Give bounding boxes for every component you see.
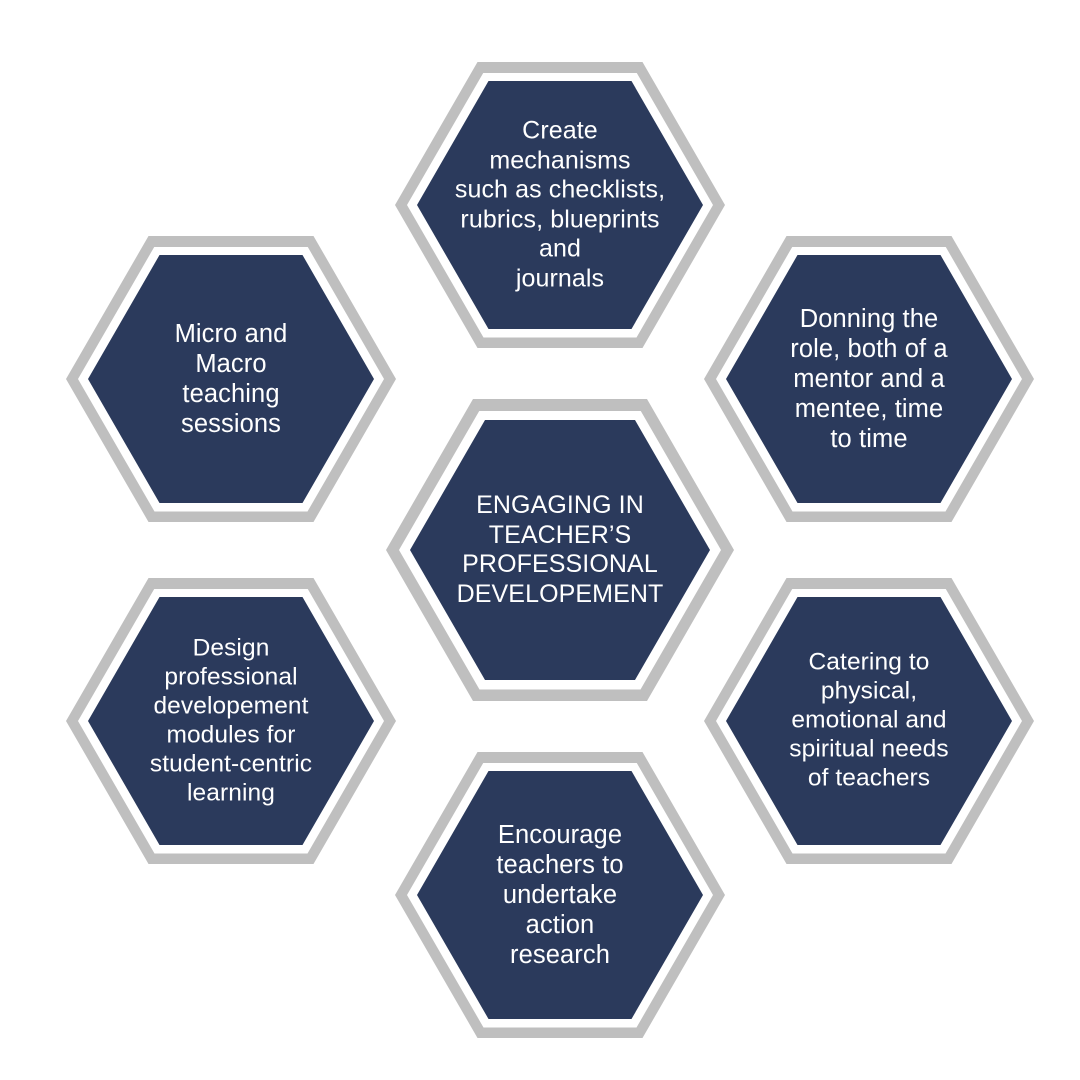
hexagon-fill bbox=[726, 597, 1012, 845]
hexagon-fill bbox=[726, 255, 1012, 503]
